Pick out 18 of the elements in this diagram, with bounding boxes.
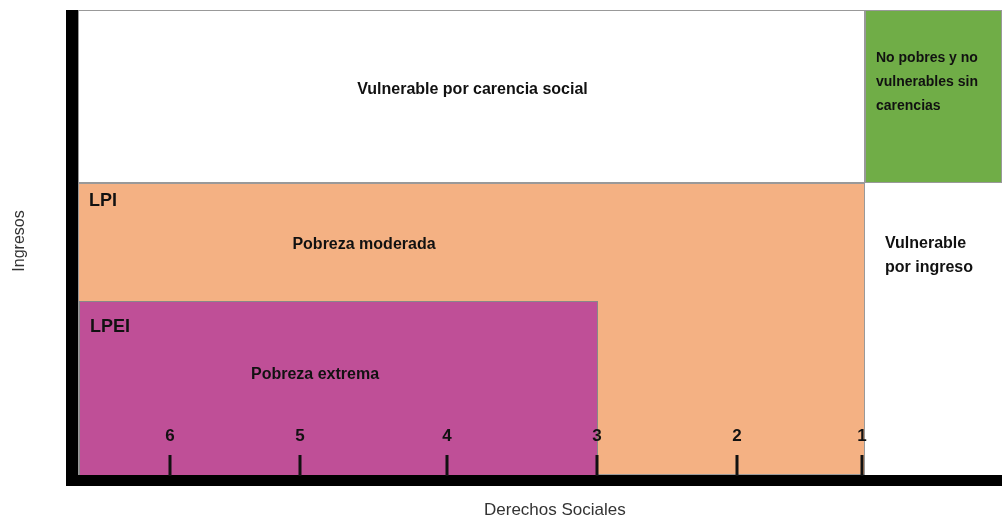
region-label: No pobres y no vulnerables sin carencias <box>876 48 979 115</box>
tick-label: 6 <box>165 426 175 446</box>
tick-label: 1 <box>857 426 867 446</box>
tick-label: 3 <box>592 426 602 446</box>
tick-label: 4 <box>442 426 452 446</box>
line-label: LPI <box>89 189 118 212</box>
region-panel <box>78 10 865 183</box>
tick-label: 5 <box>295 426 305 446</box>
line-label: LPEI <box>90 315 131 338</box>
region-label: Pobreza moderada <box>291 234 437 254</box>
region-label: Vulnerable por ingreso <box>885 233 974 277</box>
tick-label: 2 <box>732 426 742 446</box>
axis-title: Derechos Sociales <box>484 500 626 520</box>
region-panel <box>78 183 865 475</box>
region-label: Pobreza extrema <box>249 364 381 384</box>
region-panel <box>865 10 1002 183</box>
region-label: Vulnerable por carencia social <box>356 79 589 99</box>
axis-title: Ingresos <box>9 210 28 272</box>
